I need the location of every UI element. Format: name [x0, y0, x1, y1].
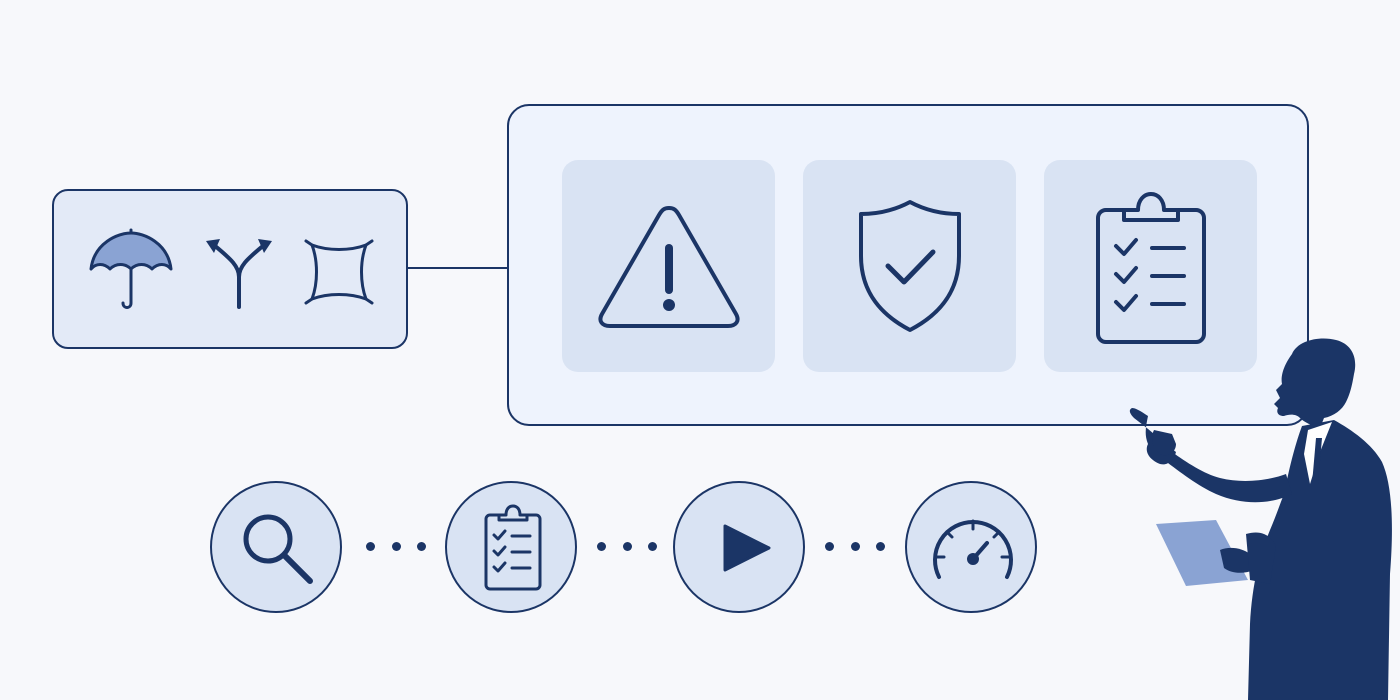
- checklist-icon: [483, 503, 543, 593]
- presenter-figure: [1120, 334, 1400, 700]
- cushion-icon: [304, 237, 374, 307]
- step-checklist: [445, 481, 577, 613]
- step-play: [673, 481, 805, 613]
- shield-check-icon: [855, 198, 965, 334]
- shield-tile: [803, 160, 1016, 372]
- warning-tile: [562, 160, 775, 372]
- search-icon: [240, 511, 316, 587]
- step-connector-dots-2: [597, 540, 657, 552]
- step-search: [210, 481, 342, 613]
- umbrella-icon: [88, 228, 174, 313]
- connector-line: [408, 267, 508, 269]
- clipboard-checklist-icon: [1094, 188, 1208, 346]
- play-icon: [721, 523, 771, 573]
- clipboard-tile: [1044, 160, 1257, 372]
- step-connector-dots-1: [366, 540, 426, 552]
- speedometer-icon: [929, 513, 1017, 583]
- mitigation-panel: [52, 189, 408, 349]
- warning-triangle-icon: [596, 202, 742, 332]
- step-connector-dots-3: [825, 540, 885, 552]
- fork-arrows-icon: [204, 237, 274, 309]
- step-speedometer: [905, 481, 1037, 613]
